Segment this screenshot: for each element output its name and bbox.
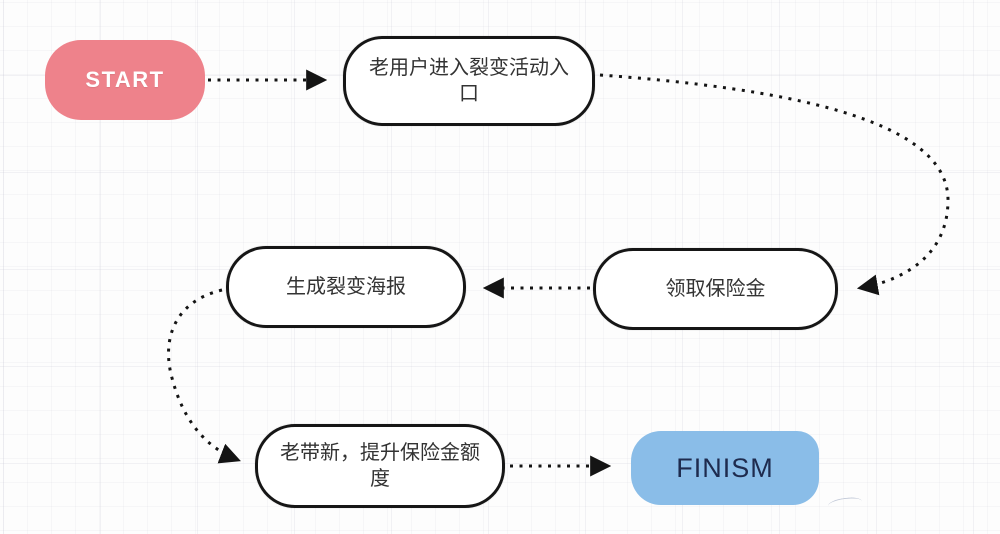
pen-scribble-artifact bbox=[827, 495, 863, 512]
node-claim: 领取保险金 bbox=[593, 248, 838, 330]
node-entry-label: 老用户进入裂变活动入口 bbox=[369, 57, 569, 105]
node-start-label: START bbox=[85, 67, 165, 92]
node-finish-label: FINISM bbox=[676, 452, 774, 483]
node-claim-label: 领取保险金 bbox=[665, 278, 766, 300]
connector-poster-invite bbox=[167, 288, 241, 464]
node-start: START bbox=[45, 40, 205, 120]
node-invite-label: 老带新，提升保险金额度 bbox=[280, 442, 480, 490]
node-finish: FINISM bbox=[631, 431, 819, 505]
node-entry: 老用户进入裂变活动入口 bbox=[343, 36, 595, 126]
node-poster: 生成裂变海报 bbox=[226, 246, 466, 328]
node-poster-label: 生成裂变海报 bbox=[286, 276, 406, 298]
node-invite: 老带新，提升保险金额度 bbox=[255, 424, 505, 508]
